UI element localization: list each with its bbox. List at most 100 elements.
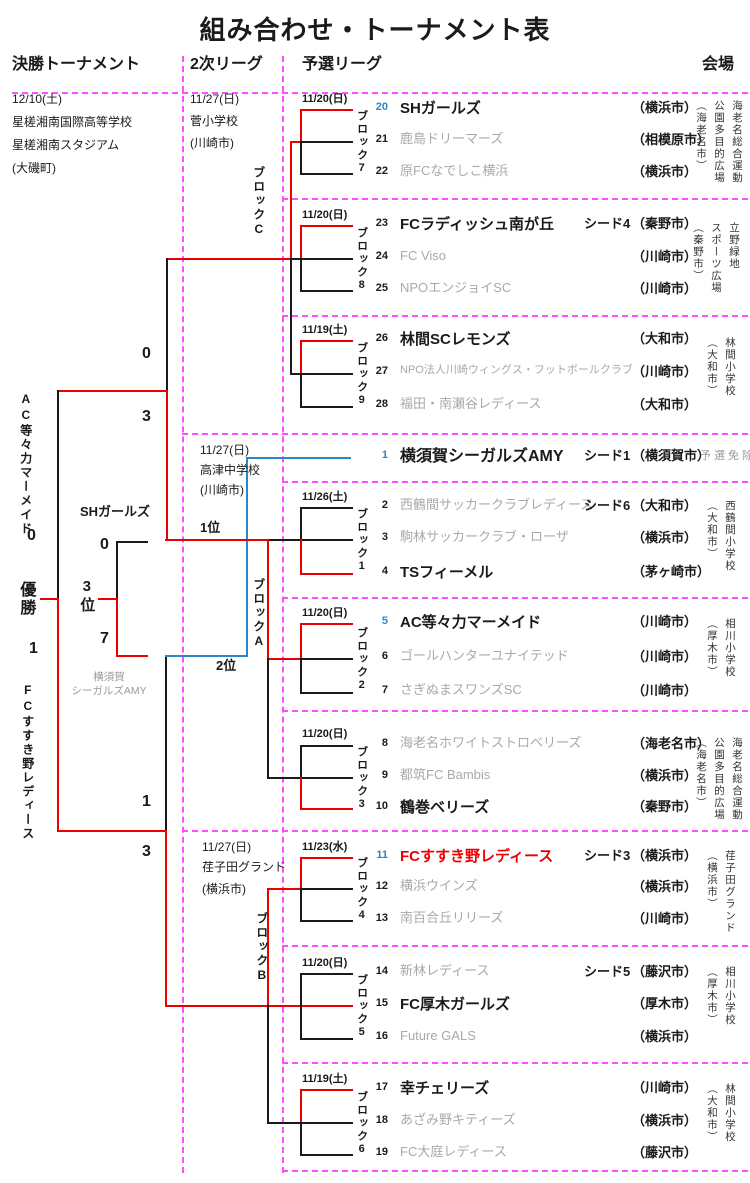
semifinal-loser-top-label: SHガールズ xyxy=(80,504,151,519)
block-a-label: ブロックA xyxy=(251,578,266,650)
bracket-line xyxy=(300,1005,302,1040)
city-label-16: （横浜市） xyxy=(632,1029,698,1044)
team-name-18: あざみ野キティーズ xyxy=(400,1112,516,1127)
bracket-line xyxy=(165,539,267,541)
city-label-11: （横浜市） xyxy=(632,848,698,863)
venue-column: （秦野市） xyxy=(692,222,704,282)
league2-a-venue: 高津中学校 xyxy=(200,463,261,477)
bracket-line xyxy=(116,541,118,600)
city-label-22: （横浜市） xyxy=(632,164,698,179)
bracket-line xyxy=(300,1122,302,1156)
bracket-line xyxy=(300,507,302,541)
bracket-line xyxy=(300,173,353,175)
bracket-line xyxy=(300,539,353,541)
score-final-top: 0 xyxy=(27,527,36,544)
bracket-line xyxy=(300,692,353,694)
venue-column: 相川小学校 xyxy=(724,966,736,1026)
team-name-24: FC Viso xyxy=(400,248,446,263)
team-number-11: 11 xyxy=(376,849,388,861)
bracket-line xyxy=(290,258,292,375)
block-c-label: ブロックC xyxy=(251,166,266,238)
seed-label-2: シード6 xyxy=(584,498,631,513)
city-label-12: （横浜市） xyxy=(632,879,698,894)
bracket-line xyxy=(267,888,300,890)
venue-column: 荏子田グランド xyxy=(724,850,736,934)
venue-block8: 立野緑地スポーツ広場（秦野市） xyxy=(691,222,742,294)
team-name-17: 幸チェリーズ xyxy=(400,1080,490,1097)
dashed-separator xyxy=(282,945,748,947)
team-name-16: Future GALS xyxy=(400,1028,476,1043)
bracket-line xyxy=(300,623,353,625)
team-number-16: 16 xyxy=(375,1030,388,1042)
city-label-18: （横浜市） xyxy=(632,1113,698,1128)
venue-column: 海老名総合運動 xyxy=(731,100,743,184)
bracket-line xyxy=(300,507,353,509)
team-number-6: 6 xyxy=(381,650,388,662)
team-number-17: 17 xyxy=(375,1081,388,1093)
league2-a-city: (川崎市) xyxy=(200,483,244,497)
league2-c-venue: 菅小学校 xyxy=(190,114,239,128)
bracket-line xyxy=(300,1122,353,1124)
league2-b-date: 11/27(日) xyxy=(202,840,252,854)
team-number-28: 28 xyxy=(375,398,388,410)
venue-column: （大和市） xyxy=(706,1083,718,1143)
bracket-line xyxy=(300,225,302,260)
prelim-date-1: 11/26(土) xyxy=(302,491,348,503)
venue-block1: 西鶴間小学校（大和市） xyxy=(705,500,738,572)
team-name-11: FCすすき野レディース xyxy=(400,848,554,865)
dashed-separator xyxy=(282,56,284,1173)
score-sf2-bottom: 3 xyxy=(142,843,151,860)
league2-c-date: 11/27(日) xyxy=(190,92,240,106)
team-number-20: 20 xyxy=(375,101,388,113)
score-sf2-top: 1 xyxy=(142,793,151,810)
bracket-line xyxy=(267,888,269,1007)
bracket-line xyxy=(116,541,148,543)
column-header-venue: 会場 xyxy=(702,56,735,73)
city-label-1: （横須賀市） xyxy=(632,448,711,463)
city-label-3: （横浜市） xyxy=(632,530,698,545)
score-sf1-bottom: 3 xyxy=(142,408,151,425)
prelim-block-label-1: ブロック1 xyxy=(355,508,368,574)
team-number-22: 22 xyxy=(375,165,388,177)
dashed-separator xyxy=(282,481,748,483)
final-info-venue1: 星槎湘南国際高等学校 xyxy=(12,115,133,129)
bracket-line xyxy=(300,973,302,1007)
team-name-21: 鹿島ドリーマーズ xyxy=(400,131,504,146)
venue-block6: 林間小学校（大和市） xyxy=(705,1083,738,1143)
seed-label-23: シード4 xyxy=(584,216,631,231)
bracket-line xyxy=(166,258,168,392)
dashed-separator xyxy=(282,315,748,317)
bracket-line xyxy=(300,857,353,859)
team-number-19: 19 xyxy=(375,1146,388,1158)
champion-label: 優勝 xyxy=(17,581,35,617)
venue-block4: 荏子田グランド（横浜市） xyxy=(705,850,738,934)
bracket-line xyxy=(57,830,165,832)
bracket-line xyxy=(98,598,116,600)
prelim-block-label-6: ブロック6 xyxy=(355,1091,368,1157)
team-name-7: さぎぬまスワンズSC xyxy=(400,682,522,697)
bracket-line xyxy=(57,390,59,600)
team-name-22: 原FCなでしこ横浜 xyxy=(400,163,509,178)
bracket-line xyxy=(300,1089,353,1091)
team-number-27: 27 xyxy=(375,365,388,377)
dashed-separator xyxy=(182,56,184,1173)
bracket-line xyxy=(300,857,302,890)
bracket-line xyxy=(116,655,148,657)
bracket-line xyxy=(300,141,353,143)
city-label-5: （川崎市） xyxy=(632,614,698,629)
score-sf1-top: 0 xyxy=(142,345,151,362)
seed-label-1: シード1 xyxy=(584,448,631,463)
city-label-24: （川崎市） xyxy=(632,249,698,264)
dashed-separator xyxy=(182,830,748,832)
exemption-note: 予選免除 xyxy=(700,450,750,462)
dashed-separator xyxy=(12,92,748,94)
block-b-label: ブロックB xyxy=(254,912,269,984)
bracket-line xyxy=(300,539,302,575)
bracket-line xyxy=(267,1005,269,1124)
city-label-20: （横浜市） xyxy=(632,100,698,115)
team-number-21: 21 xyxy=(375,133,388,145)
city-label-9: （横浜市） xyxy=(632,768,698,783)
bracket-line xyxy=(300,1154,353,1156)
venue-column: （厚木市） xyxy=(706,966,718,1026)
prelim-date-2: 11/20(日) xyxy=(302,607,348,619)
